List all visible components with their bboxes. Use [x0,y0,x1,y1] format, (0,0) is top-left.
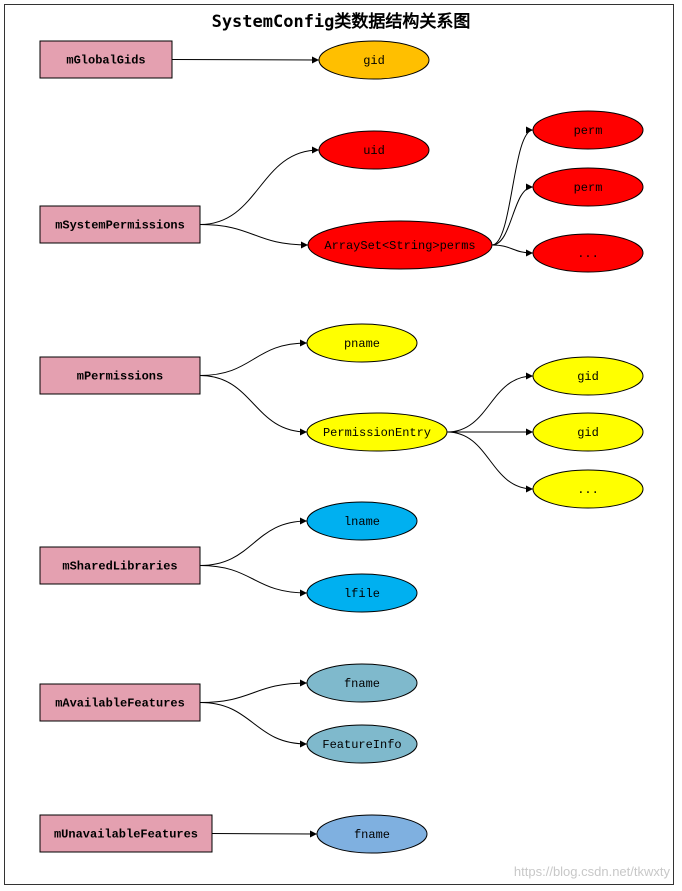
node-ellipse [532,469,644,509]
node-ellipse [532,412,644,452]
node-ellipse [306,663,418,703]
edge-arrayset-to-perm1 [491,126,534,246]
node-label: fname [354,828,390,842]
watermark-text: https://blog.csdn.net/tkwxty [514,864,671,879]
node-ellipse [306,412,448,452]
node-lfile: lfile [306,573,418,613]
node-gid2: gid [532,412,644,452]
box-label: mSharedLibraries [62,560,177,574]
node-ellipse [532,233,644,273]
edge-m-shared-libraries-to-lfile [199,565,308,597]
box-label: mPermissions [77,370,163,384]
node-pname: pname [306,323,418,363]
box-rect [39,546,201,585]
edge-m-available-features-to-fname1 [199,679,308,703]
node-fname2: fname [316,814,428,854]
box-m-system-permissions: mSystemPermissions [39,205,201,244]
node-label: gid [577,370,599,384]
node-label: lfile [344,587,380,601]
edge-m-permissions-to-pname [199,339,308,376]
node-label: ArraySet<String>perms [324,239,475,253]
node-ellipse [318,130,430,170]
node-ellipse [306,724,418,764]
node-ellipse [306,323,418,363]
node-label: PermissionEntry [323,426,431,440]
node-perm1: perm [532,110,644,150]
node-label: perm [574,181,603,195]
node-label: perm [574,124,603,138]
node-ellipse [307,220,493,270]
node-ellipse [316,814,428,854]
edge-m-permissions-to-pentry [199,375,308,436]
node-ellipse [532,110,644,150]
edge-m-unavailable-features-to-fname2 [211,830,318,838]
node-ellipse [532,356,644,396]
node-gid0: gid [318,40,430,80]
box-label: mUnavailableFeatures [54,828,198,842]
box-rect [39,683,201,722]
node-ellipse [532,167,644,207]
box-m-unavailable-features: mUnavailableFeatures [39,814,213,853]
node-label: ... [577,247,599,261]
node-fname1: fname [306,663,418,703]
edge-m-system-permissions-to-uid [199,146,320,225]
edge-arrayset-to-perm2 [491,183,534,246]
node-label: uid [363,144,385,158]
node-ellipse [306,573,418,613]
node-lname: lname [306,501,418,541]
boxes-layer: mGlobalGids mSystemPermissions mPermission… [39,40,213,853]
box-label: mAvailableFeatures [55,697,185,711]
node-uid: uid [318,130,430,170]
box-rect [39,814,213,853]
box-m-permissions: mPermissions [39,356,201,395]
node-ellipse [318,40,430,80]
edge-m-available-features-to-featureinfo [199,702,308,748]
edge-m-system-permissions-to-arrayset [199,224,309,249]
box-label: mGlobalGids [66,54,145,68]
box-m-available-features: mAvailableFeatures [39,683,201,722]
node-giddots: ... [532,469,644,509]
node-label: gid [363,54,385,68]
node-pentry: PermissionEntry [306,412,448,452]
box-rect [39,356,201,395]
diagram-title: SystemConfig类数据结构关系图 [212,11,471,32]
node-permdots: ... [532,233,644,273]
node-label: ... [577,483,599,497]
edge-m-global-gids-to-gid0 [171,56,320,64]
node-arrayset: ArraySet<String>perms [307,220,493,270]
edge-pentry-to-giddots [446,431,534,493]
box-m-shared-libraries: mSharedLibraries [39,546,201,585]
node-featureinfo: FeatureInfo [306,724,418,764]
edge-pentry-to-gid1 [446,372,534,433]
node-perm2: perm [532,167,644,207]
edges-layer [171,56,534,838]
box-label: mSystemPermissions [55,219,185,233]
node-gid1: gid [532,356,644,396]
node-label: FeatureInfo [322,738,401,752]
node-ellipse [306,501,418,541]
node-label: lname [344,515,380,529]
box-rect [39,40,173,79]
node-label: fname [344,677,380,691]
box-m-global-gids: mGlobalGids [39,40,173,79]
edge-arrayset-to-permdots [491,244,534,257]
node-label: gid [577,426,599,440]
node-label: pname [344,337,380,351]
box-rect [39,205,201,244]
edge-m-shared-libraries-to-lname [199,517,308,566]
